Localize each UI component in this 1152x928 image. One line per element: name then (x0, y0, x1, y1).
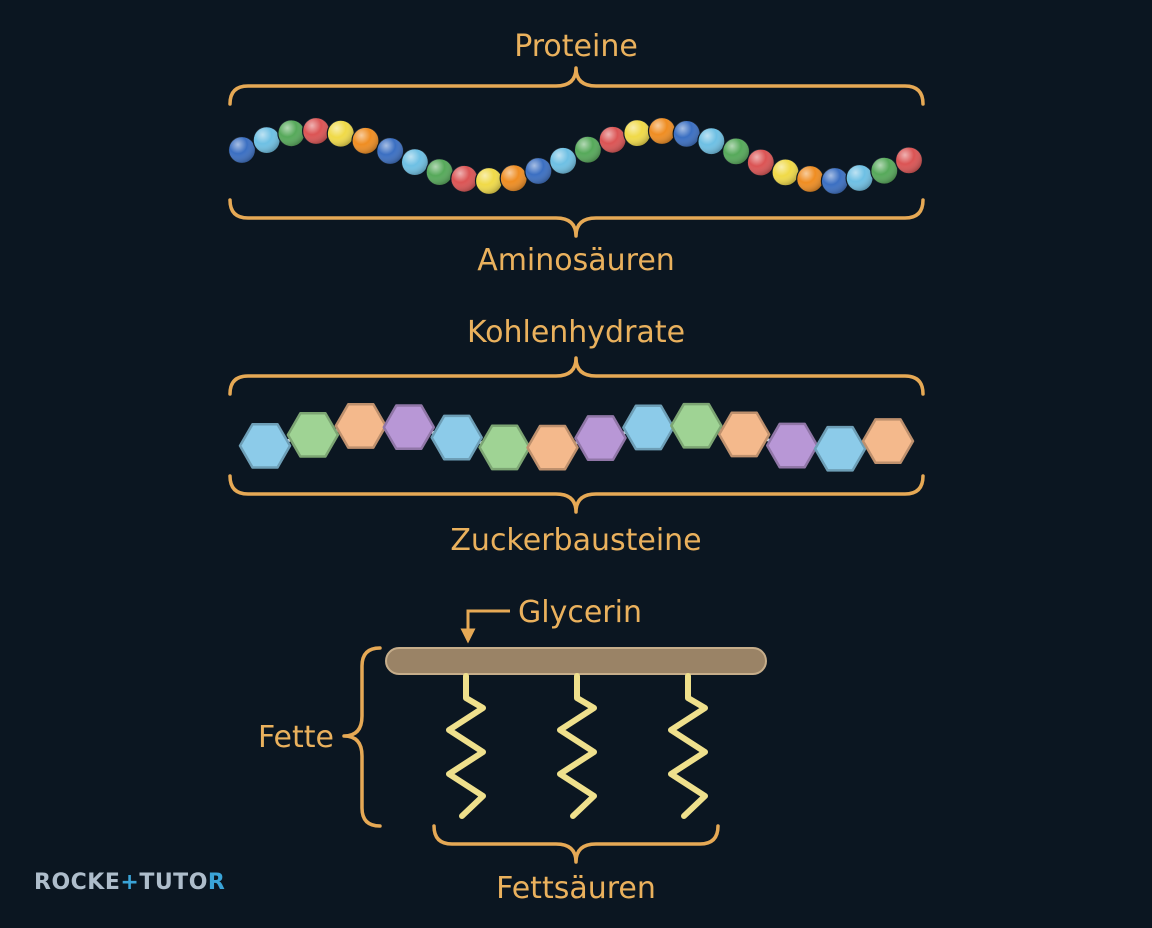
sugar-hexagon (526, 424, 579, 471)
glycerol-arrow (460, 609, 510, 644)
fatty-acids-brace (432, 824, 720, 864)
amino-acid-bead (450, 164, 479, 193)
sugar-hexagon (382, 404, 436, 451)
proteins-title: Proteine (514, 29, 638, 64)
carbohydrates-title: Kohlenhydrate (467, 315, 685, 350)
amino-acid-bead (227, 135, 257, 165)
logo-text-3: R (207, 870, 226, 895)
glycerol-backbone (385, 647, 767, 675)
amino-acid-bead (845, 163, 874, 193)
fatty-acid-chain (668, 673, 708, 819)
sugar-hexagon (861, 418, 915, 464)
fatty-acid-chains (446, 673, 708, 819)
fatty-acid-chain (446, 673, 486, 819)
fats-title: Fette (258, 720, 334, 755)
amino-acid-bead (326, 119, 355, 148)
sugar-hexagon (286, 411, 340, 458)
sugar-hexagon (238, 422, 292, 469)
amino-acid-bead (376, 136, 405, 166)
logo-plus-mark: + (120, 870, 140, 895)
amino-acid-bead (573, 135, 603, 164)
glycerol-label: Glycerin (518, 595, 642, 630)
sugar-chain (238, 402, 915, 472)
proteins-bottom-brace (228, 198, 925, 238)
amino-acid-bead (302, 116, 331, 146)
carbohydrates-top-brace (228, 356, 925, 396)
amino-acid-bead (672, 119, 701, 148)
amino-acid-bead (721, 137, 751, 166)
fatty-acids-label: Fettsäuren (496, 871, 656, 906)
carbohydrates-section: Kohlenhydrate Zuckerbausteine (228, 315, 925, 558)
carbohydrates-bottom-brace (228, 474, 925, 514)
sugar-hexagon (478, 424, 531, 471)
amino-acid-bead (499, 164, 528, 193)
amino-acid-bead (771, 158, 800, 187)
sugar-hexagon (334, 403, 388, 449)
amino-acid-bead (647, 116, 677, 146)
proteins-subtitle: Aminosäuren (477, 243, 675, 278)
sugar-hexagon (813, 425, 867, 472)
sugar-hexagon (670, 402, 723, 449)
sugar-hexagon (717, 411, 771, 458)
fatty-acid-chain (557, 673, 597, 819)
amino-acid-bead (548, 146, 578, 175)
amino-acid-bead (796, 164, 825, 194)
rocketutor-logo: ROCKE+TUTOR (34, 870, 225, 895)
sugar-hexagon (430, 414, 483, 461)
amino-acid-bead (400, 148, 429, 177)
amino-acid-bead (746, 148, 775, 177)
amino-acid-bead (623, 119, 652, 148)
sugar-hexagon (765, 422, 819, 469)
sugar-hexagon (622, 404, 675, 451)
amino-acid-bead (524, 156, 553, 186)
amino-acid-bead (351, 126, 380, 155)
amino-acid-bead (820, 166, 850, 196)
proteins-top-brace (228, 66, 925, 106)
fats-left-brace (342, 646, 382, 828)
amino-acid-bead (697, 127, 726, 156)
amino-acid-bead (252, 126, 281, 155)
proteins-section: Proteine Aminosäuren (227, 29, 925, 278)
logo-text-2: TUTO (139, 870, 208, 895)
logo-text-1: ROCKE (34, 870, 121, 895)
amino-acid-bead (277, 119, 306, 148)
amino-acid-bead (894, 146, 924, 175)
carbohydrates-subtitle: Zuckerbausteine (450, 523, 701, 558)
amino-acid-bead (474, 166, 504, 196)
fats-section: Glycerin Fette Fettsäuren (258, 595, 767, 906)
amino-acid-bead (598, 125, 627, 154)
amino-acid-bead (425, 158, 454, 187)
amino-acid-chain (227, 116, 924, 196)
amino-acid-bead (870, 156, 899, 185)
sugar-hexagon (574, 415, 627, 461)
